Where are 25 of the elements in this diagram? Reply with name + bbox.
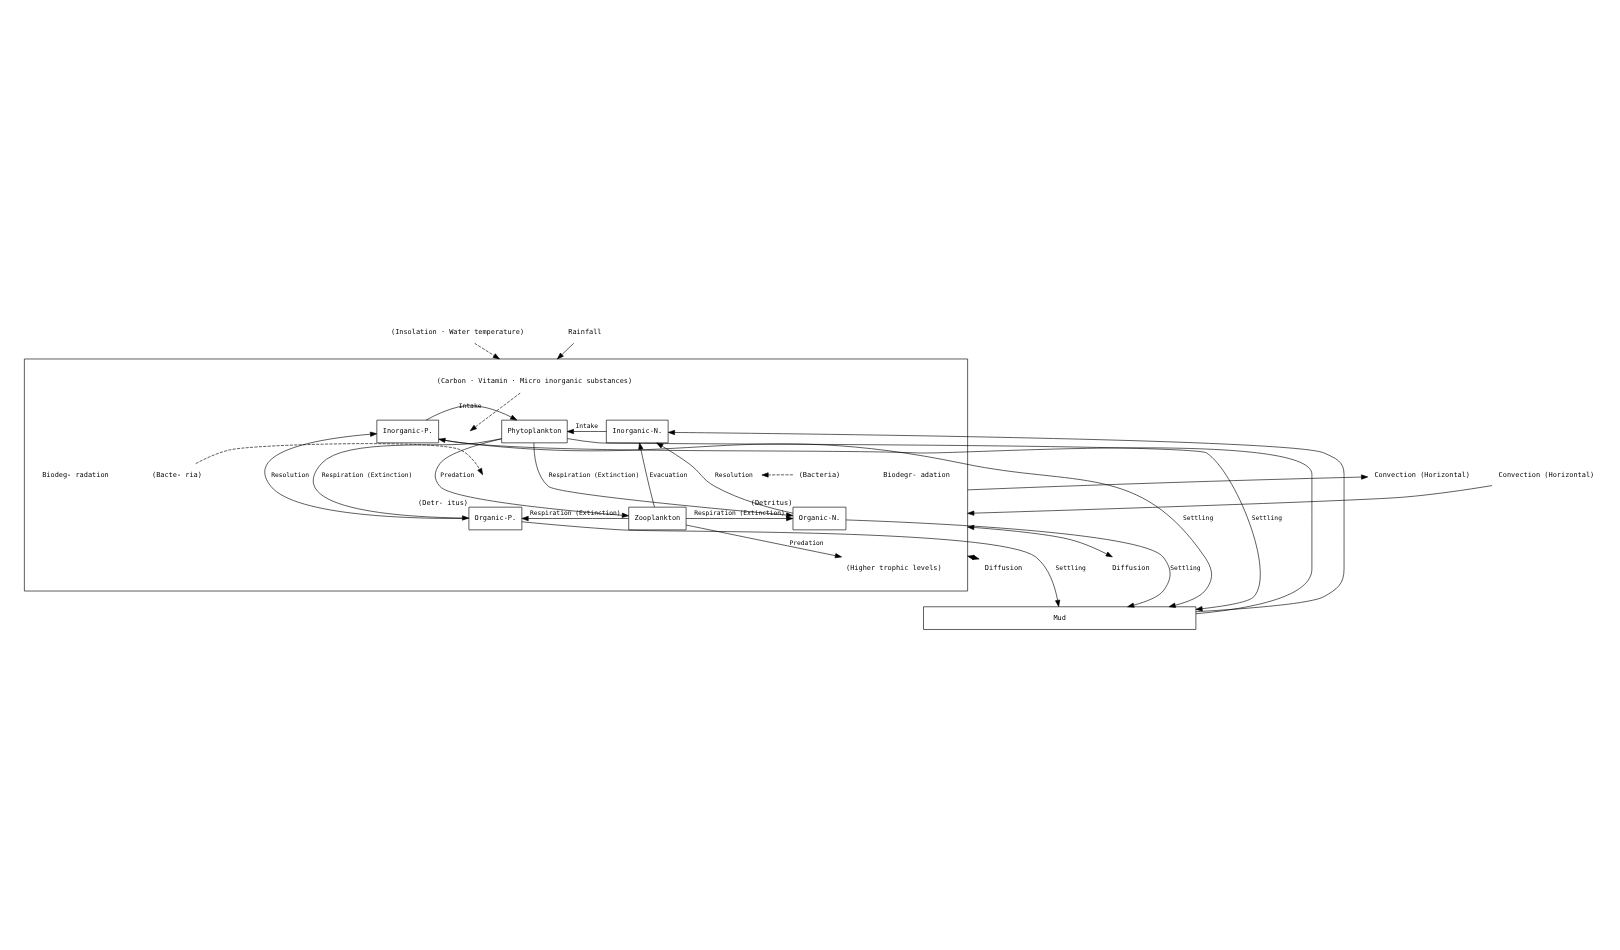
arrow — [566, 428, 607, 434]
arrow — [845, 519, 1171, 608]
arrow — [425, 405, 518, 421]
arrow — [668, 429, 1345, 613]
arrow — [533, 442, 794, 518]
arrow — [967, 485, 1493, 516]
arrow — [474, 342, 500, 360]
arrow — [685, 524, 842, 559]
arrow — [438, 437, 1313, 615]
arrow — [313, 438, 502, 521]
arrow — [557, 342, 575, 360]
arrow — [469, 392, 521, 432]
arrow — [264, 431, 470, 519]
cluster — [24, 358, 968, 592]
arrow — [521, 521, 1061, 607]
arrow — [685, 516, 794, 522]
arrow — [521, 516, 629, 522]
arrow — [967, 474, 1369, 491]
arrow — [761, 472, 794, 478]
arrow — [434, 438, 629, 518]
arrow — [656, 442, 794, 514]
arrow — [195, 443, 483, 476]
arrow — [567, 438, 1261, 612]
arrow — [438, 438, 1212, 608]
arrow — [638, 442, 655, 508]
